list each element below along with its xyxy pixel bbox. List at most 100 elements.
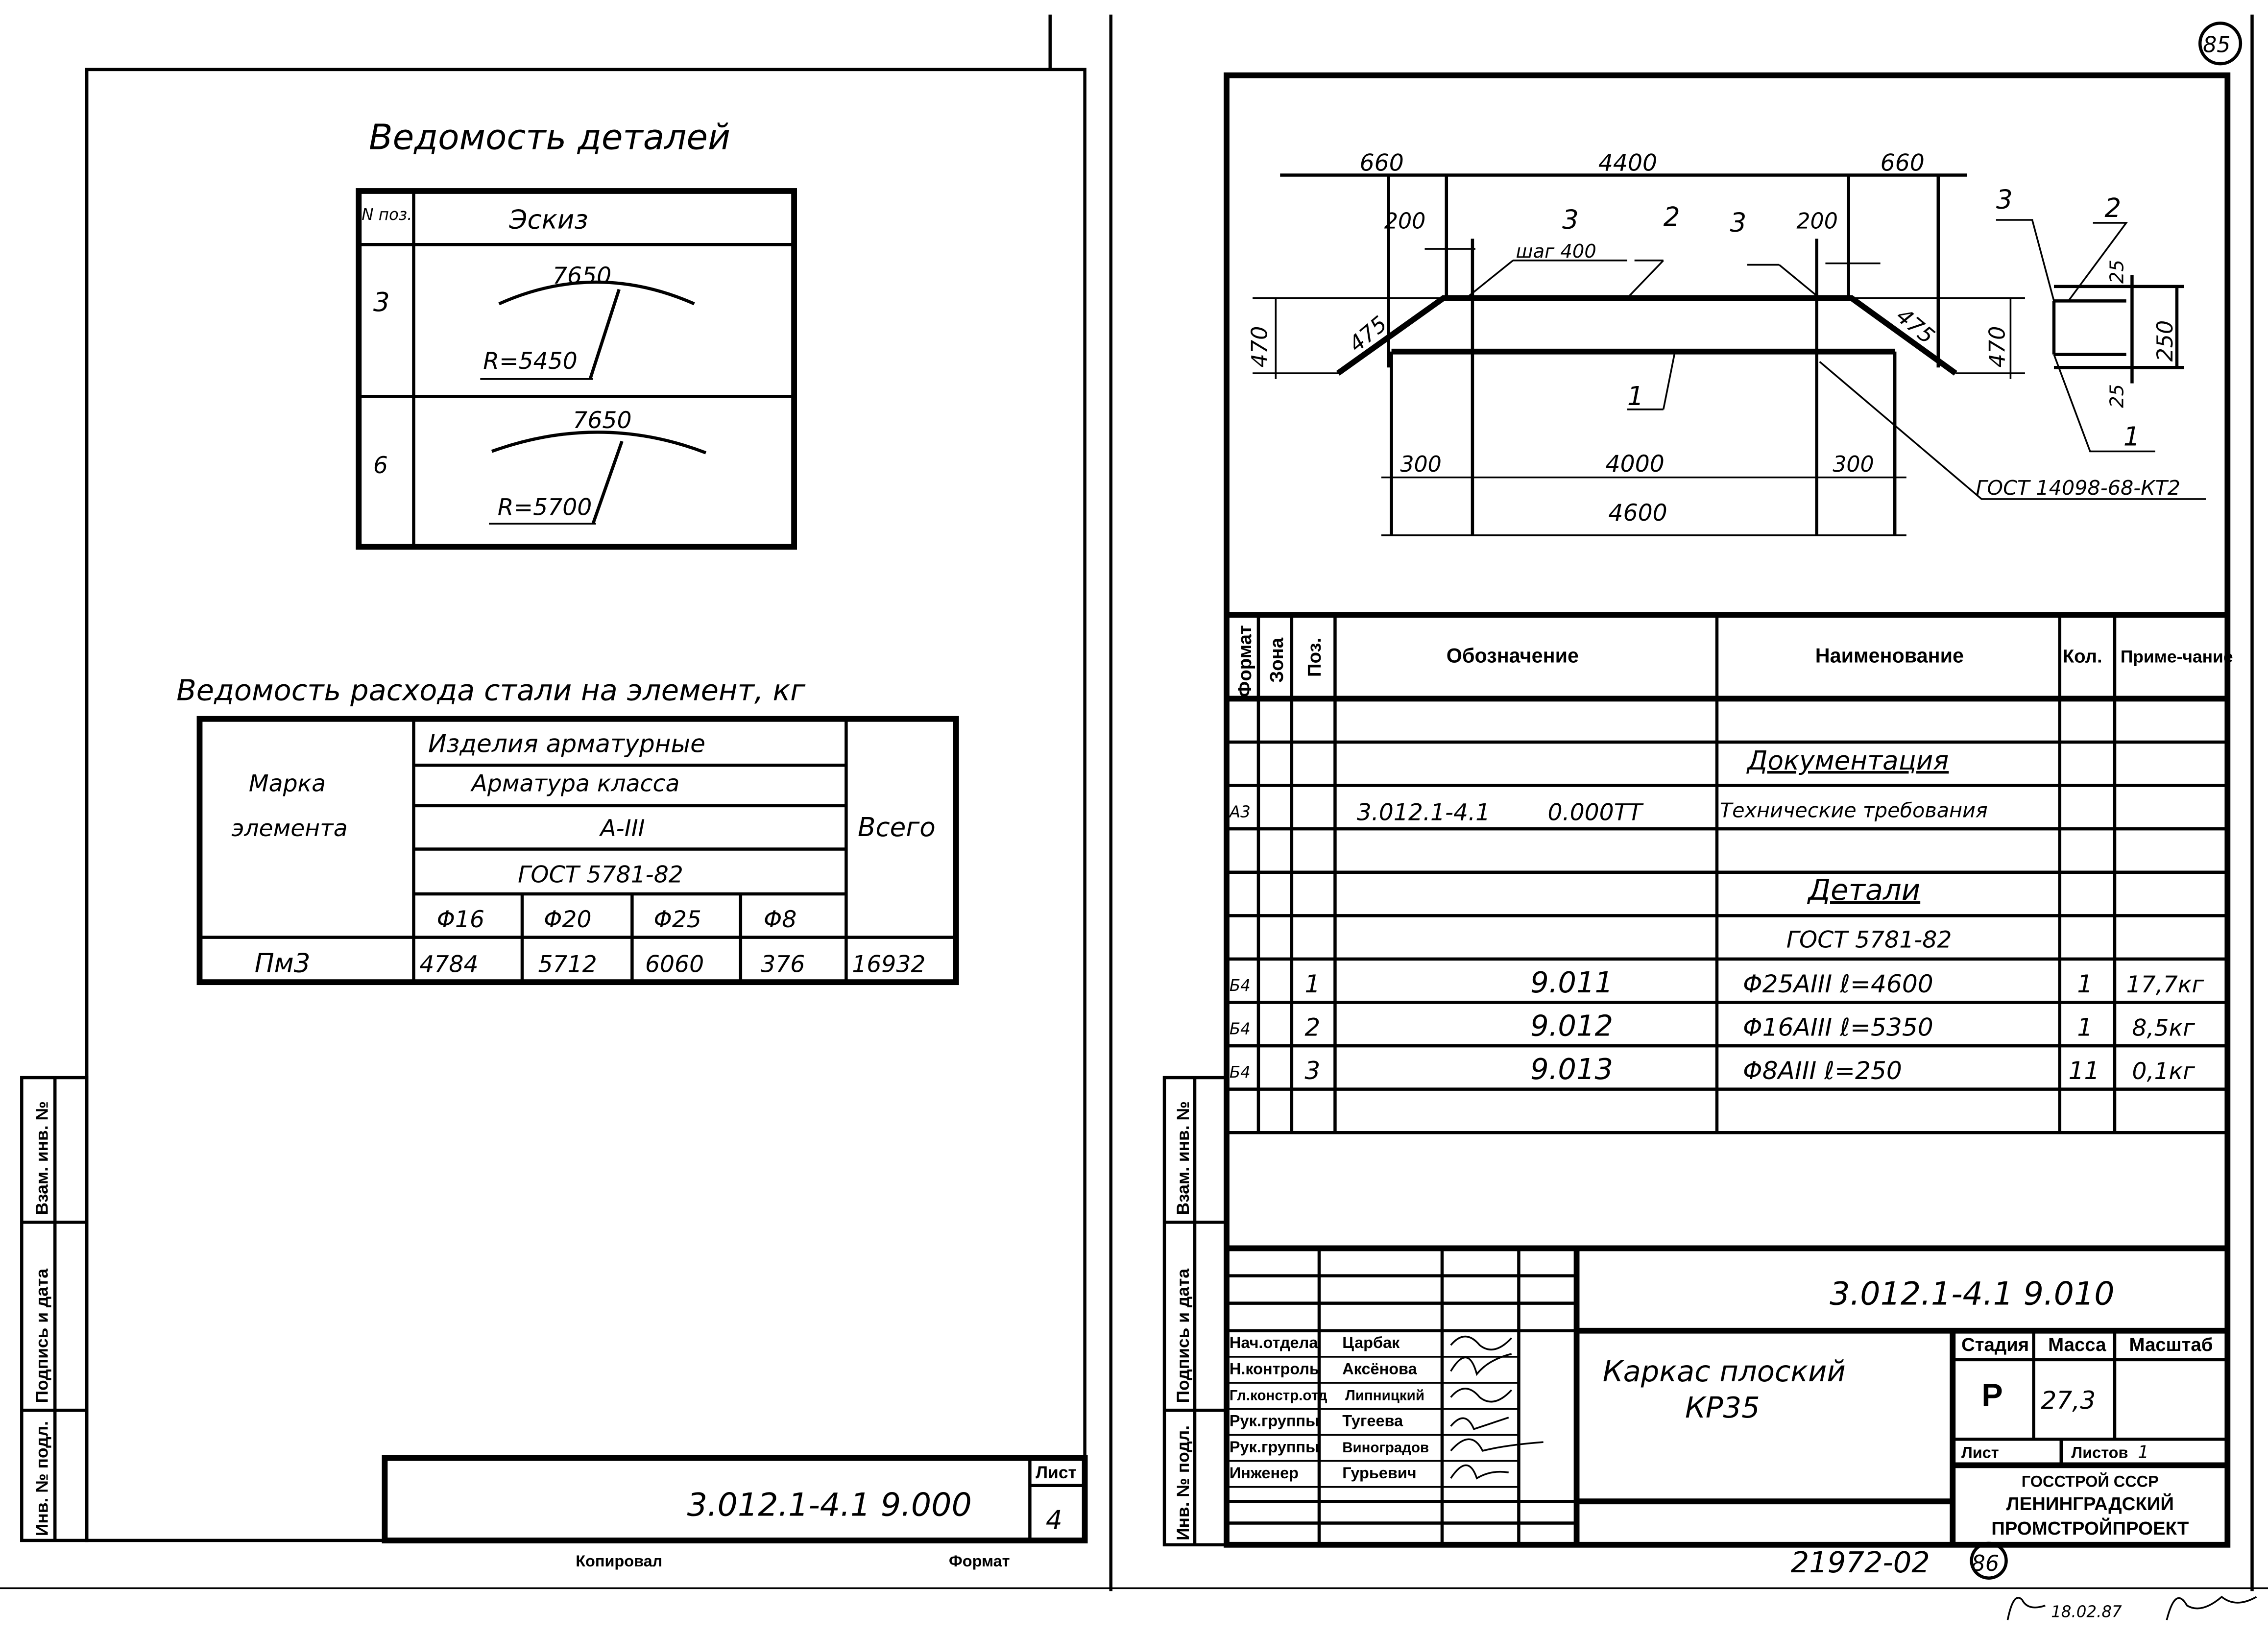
row-radius: R=5450 (483, 348, 578, 375)
signature-rows: Нач.отдела Царбак Н.контроль Аксёнова Гл… (1230, 1334, 1544, 1482)
value: 6060 (645, 951, 704, 978)
doc-number: 3.012.1-4.1 9.010 (1830, 1276, 2114, 1313)
doc-designation: 0.000ТТ (1548, 799, 1644, 826)
diameter: Φ20 (544, 906, 591, 933)
group-header: Изделия арматурные (428, 729, 705, 758)
archive-circle-number: 86 (1972, 1551, 1999, 1576)
right-sheet: 85 660 4400 660 200 200 470 475 475 470 … (1162, 14, 2257, 1621)
row-note: 0,1кг (2132, 1058, 2196, 1085)
person-name: Гурьевич (1342, 1464, 1416, 1482)
dim: 660 (1360, 150, 1404, 177)
diameter: Φ8 (764, 906, 796, 933)
dim: 475 (1344, 312, 1392, 357)
right-frame (1224, 72, 2231, 1548)
dim: 4400 (1598, 150, 1657, 177)
callout: 1 (2123, 422, 2140, 452)
title-line-1: Каркас плоский (1603, 1354, 1846, 1388)
row-name: Φ16АIII ℓ=5350 (1743, 1012, 1933, 1041)
header-zone: Зона (1266, 637, 1287, 683)
class-value: А-III (599, 815, 645, 842)
signatures (1450, 1335, 1544, 1480)
archive-number: 21972-02 (1791, 1545, 1930, 1579)
side-label: Инв. № подл. (1173, 1425, 1193, 1540)
header-pos: N поз. (362, 205, 412, 224)
row-pos: 2 (1304, 1012, 1320, 1041)
footer-format: Формат (949, 1552, 1010, 1570)
dim: 200 (1384, 209, 1426, 234)
person-name: Липницкий (1345, 1388, 1424, 1404)
total-value: 16932 (852, 951, 925, 978)
mass-value: 27,3 (2041, 1386, 2096, 1415)
row-pos: 3 (373, 287, 390, 317)
archive-circle (1970, 1541, 2008, 1580)
side-label: Инв. № подл. (32, 1421, 51, 1536)
header-pos: Поз. (1304, 638, 1325, 677)
callout: 3 (1730, 208, 1747, 238)
section-details: Детали (1807, 873, 1920, 907)
row-pos: 3 (1304, 1056, 1320, 1085)
sheets-value: 1 (2138, 1443, 2149, 1463)
mark-header: элемента (231, 815, 347, 842)
dim: 470 (1248, 326, 1273, 368)
steel-title: Ведомость расхода стали на элемент, кг (176, 673, 806, 707)
spec-table: Формат Зона Поз. Обозначение Наименовани… (1226, 612, 2233, 1134)
org-line-2: ЛЕНИНГРАДСКИЙ (2006, 1492, 2174, 1515)
row-name: Φ8АIII ℓ=250 (1743, 1056, 1902, 1085)
role: Гл.констр.отд (1230, 1388, 1327, 1404)
mass-label: Масса (2048, 1334, 2106, 1355)
doc-number: 3.012.1-4.1 9.000 (687, 1487, 972, 1524)
dim: 300 (1833, 452, 1874, 477)
doc-format: А3 (1229, 803, 1251, 821)
value: 376 (761, 951, 805, 978)
row-format: Б4 (1230, 1063, 1251, 1082)
sheet-label: Лист (1961, 1444, 1999, 1462)
person-name: Царбак (1342, 1334, 1400, 1351)
dim: 25 (2106, 260, 2128, 284)
role: Нач.отдела (1230, 1334, 1318, 1351)
side-label: Подпись и дата (1173, 1269, 1193, 1403)
weld-note: ГОСТ 14098-68-КТ2 (1976, 476, 2181, 500)
person-name: Тугеева (1342, 1412, 1403, 1430)
row-name: Φ25АIII ℓ=4600 (1743, 969, 1933, 998)
dim: 660 (1881, 150, 1925, 177)
stage-value: Р (1981, 1377, 2003, 1413)
left-side-strip: Инв. № подл. Подпись и дата Взам. инв. № (20, 1076, 89, 1542)
callout: 3 (1996, 184, 2013, 215)
top-corner-box (1048, 14, 1113, 1591)
callout: 1 (1627, 381, 1644, 411)
row-qty: 1 (2077, 1012, 2093, 1041)
details-table: N поз. Эскиз 3 7650 R=5450 6 7650 R=5700 (356, 188, 797, 550)
header-designation: Обозначение (1447, 645, 1579, 667)
rebar-drawing: 660 4400 660 200 200 470 475 475 470 300… (1248, 150, 2206, 536)
side-label: Взам. инв. № (1173, 1101, 1193, 1215)
parts-gost: ГОСТ 5781-82 (1786, 926, 1952, 953)
page-number: 85 (2203, 32, 2230, 57)
table-row: Б4 1 9.011 Φ25АIII ℓ=4600 1 17,7кг (1230, 965, 2204, 999)
row-designation: 9.013 (1530, 1052, 1613, 1086)
row-qty: 1 (2077, 969, 2093, 998)
callout: 2 (2104, 193, 2121, 223)
check-date: 18.02.87 (2051, 1602, 2122, 1621)
row-designation: 9.011 (1530, 965, 1613, 999)
side-label: Взам. инв. № (32, 1101, 51, 1215)
row-format: Б4 (1230, 1019, 1251, 1038)
left-sheet: Ведомость деталей N поз. Эскиз 3 7650 R=… (0, 14, 2268, 1591)
callout-step: шаг 400 (1516, 241, 1596, 263)
sheet-number: 4 (1046, 1505, 1062, 1535)
header-sketch: Эскиз (508, 205, 588, 235)
callout: 3 (1562, 205, 1579, 235)
total-header: Всего (858, 812, 936, 842)
steel-table: Марка элемента Изделия арматурные Армату… (196, 716, 959, 986)
row-length: 7650 (553, 263, 611, 289)
org-line-1: ГОССТРОЙ СССР (2022, 1472, 2159, 1491)
right-side-strip: Инв. № подл. Подпись и дата Взам. инв. № (1162, 1076, 1229, 1547)
dim: 200 (1796, 209, 1838, 234)
org-line-3: ПРОМСТРОЙПРОЕКТ (1991, 1517, 2189, 1539)
header-name: Наименование (1815, 645, 1964, 667)
details-title: Ведомость деталей (369, 117, 730, 157)
sheet-label: Лист (1036, 1463, 1077, 1482)
dim: 4600 (1609, 500, 1667, 527)
dim: 475 (1891, 303, 1939, 349)
table-row: Б4 2 9.012 Φ16АIII ℓ=5350 1 8,5кг (1230, 1009, 2196, 1042)
